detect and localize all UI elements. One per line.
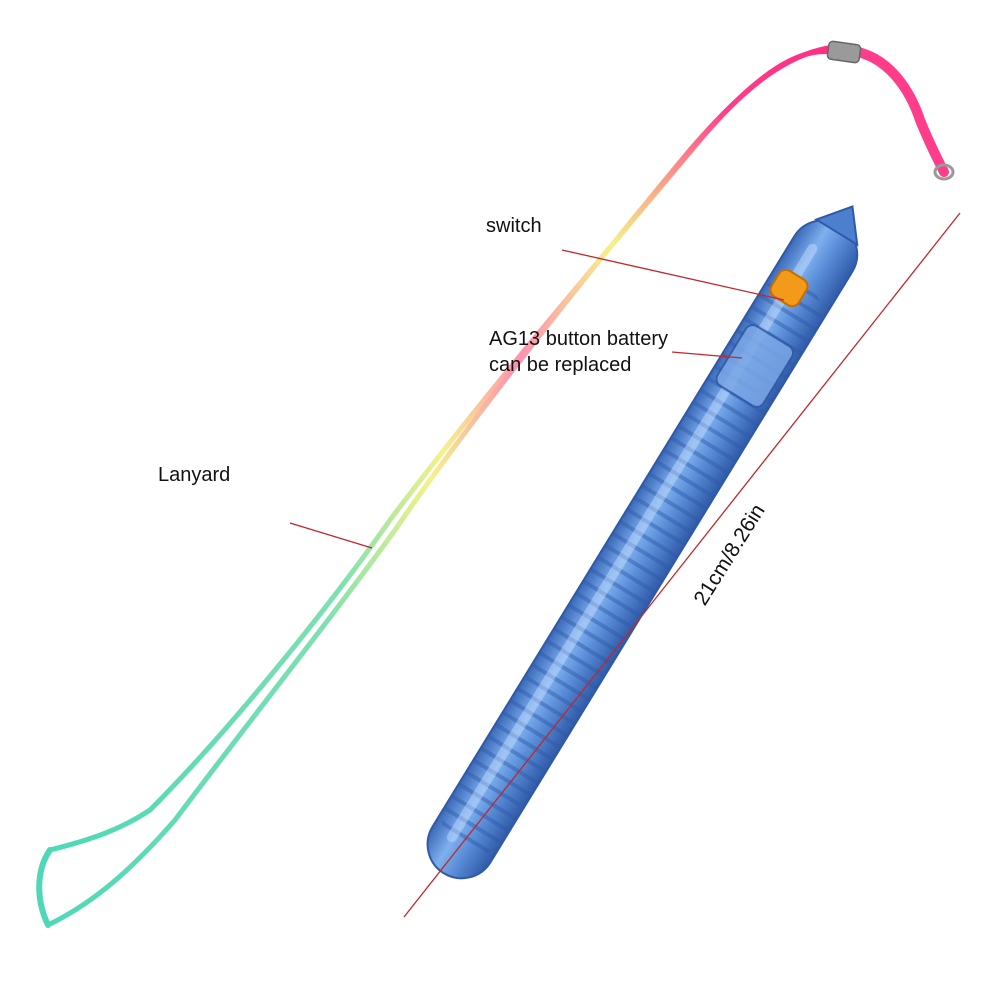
wand-stripes (441, 278, 823, 855)
lanyard-top-strap (853, 47, 949, 177)
switch-label: switch (486, 215, 542, 237)
battery-leader-line (671, 351, 743, 359)
lanyard-cord-b (45, 45, 831, 928)
battery-label: AG13 button battery can be replaced (489, 326, 668, 378)
light-wand (426, 205, 859, 880)
lanyard-label: Lanyard (158, 464, 231, 486)
switch-button-icon (769, 268, 809, 308)
wand-cap (813, 205, 859, 247)
dimension-line (403, 212, 961, 918)
battery-label-line1: AG13 button battery (489, 328, 669, 350)
lanyard-crimp-icon (826, 40, 862, 64)
switch-leader-line (561, 249, 785, 301)
annotation-lines (289, 212, 961, 918)
battery-compartment (715, 323, 795, 408)
lanyard-ring-icon (933, 163, 955, 181)
wand-highlight (446, 243, 818, 843)
battery-label-line2: can be replaced (489, 354, 632, 376)
lanyard-leader-line (289, 522, 373, 549)
lanyard-loop (36, 847, 53, 928)
lanyard (36, 40, 955, 928)
